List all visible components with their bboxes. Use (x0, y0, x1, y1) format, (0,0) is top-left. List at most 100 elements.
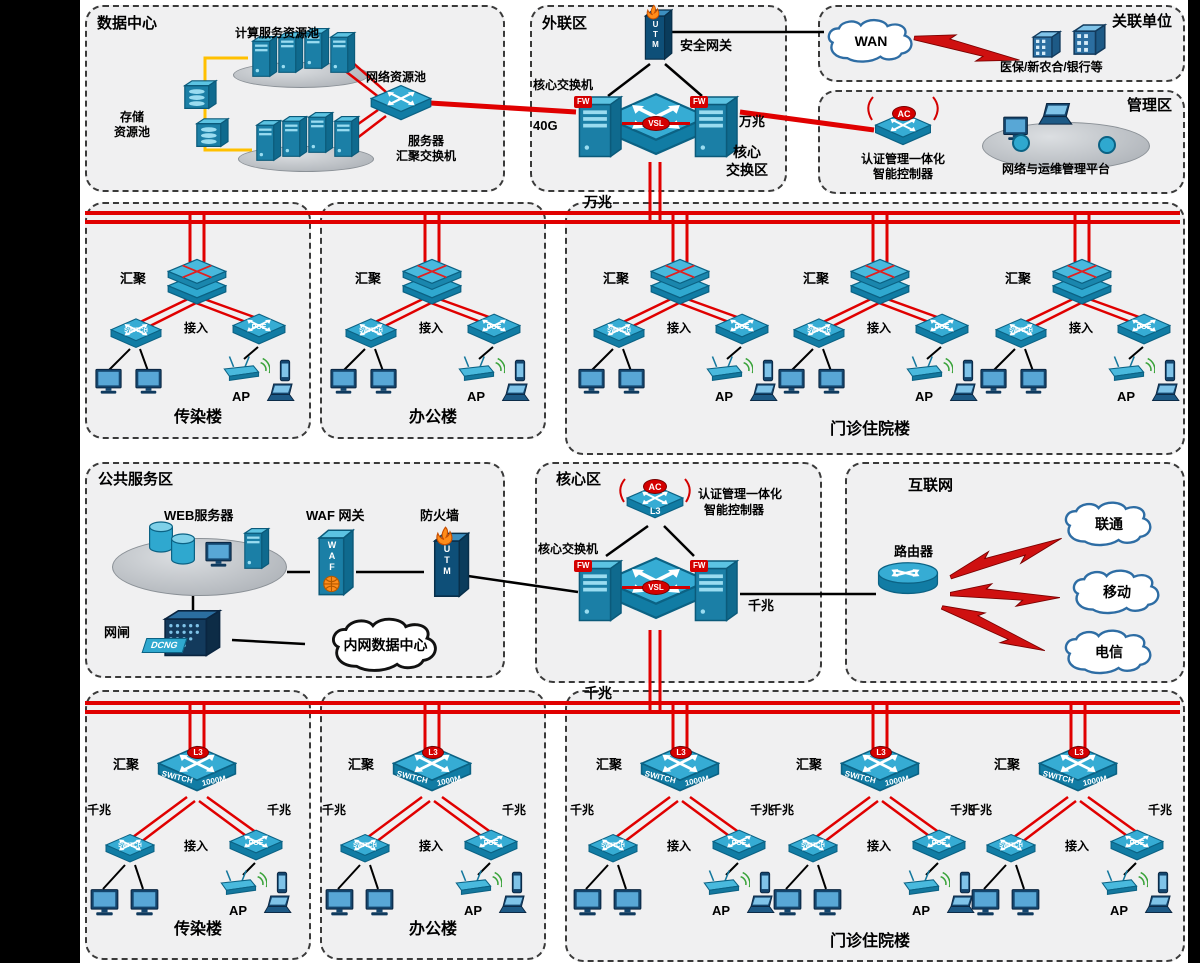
poe-switch-icon: POE (915, 313, 969, 351)
storage-pool-label: 存储 资源池 (100, 110, 164, 140)
database-icon (168, 530, 198, 568)
poe-switch-icon: POE (715, 313, 769, 351)
aggregation-label: 汇聚 (603, 271, 630, 286)
aggregation-switch-icon (401, 257, 463, 305)
dcng-tag: DCNG (141, 638, 187, 653)
building-network-tree: 汇聚 SWITCH 1000M L3 千兆 千兆 接入 SWITCH POE A… (570, 745, 790, 935)
switch-device-text: SWITCH (601, 843, 625, 849)
vsl-oval: VSL (642, 580, 670, 595)
pc-icon (615, 367, 649, 397)
network-pool-label: 网络资源池 (366, 70, 427, 84)
pc-icon (775, 367, 809, 397)
pc-icon (810, 887, 846, 919)
core-switch-label-top: 核心交换机 (533, 78, 594, 92)
utm-device-text: UTM (651, 20, 660, 50)
isp-cloud-unicom: 联通 (1058, 500, 1160, 548)
building-name: 办公楼 (408, 409, 457, 426)
pc-icon (610, 887, 646, 919)
access-label: 接入 (667, 839, 692, 853)
poe-switch-icon: POE (229, 829, 283, 867)
poe-device-text: POE (251, 324, 267, 331)
access-label: 接入 (1065, 839, 1090, 853)
gigabit-label: 千兆 (267, 803, 292, 817)
tree-infectious-bottom: 汇聚 SWITCH 1000M L3 千兆 千兆 接入 SWITCH POE A… (87, 745, 307, 935)
waf-gateway-label: WAF 网关 (306, 508, 365, 523)
zone-title-internet: 互联网 (908, 477, 954, 494)
aggregation-switch-icon (166, 257, 228, 305)
switch-device-text: SWITCH (353, 843, 377, 849)
access-switch-icon: SWITCH (340, 833, 390, 869)
gigabit-label: 千兆 (950, 803, 975, 817)
building-name: 门诊住院楼 (829, 933, 910, 950)
phone-icon (761, 359, 775, 383)
tree-outpatient-bottom-3: 汇聚 SWITCH 1000M L3 千兆 千兆 接入 SWITCH POE A… (968, 745, 1188, 935)
tree-links (337, 795, 493, 890)
bus-10g-label: 万兆 (584, 194, 612, 210)
tree-outpatient-top-3: 汇聚 接入 SWITCH POE AP (977, 255, 1187, 423)
fw-badge: FW (574, 560, 593, 572)
poe-device-text: POE (734, 324, 750, 331)
pc-icon (132, 367, 166, 397)
pc-icon (968, 887, 1004, 919)
laptop-icon (498, 895, 530, 917)
tree-links (983, 795, 1139, 890)
gigabit-label: 千兆 (502, 803, 527, 817)
mgmt-node-icon (1098, 136, 1116, 154)
laptop-icon (501, 383, 533, 405)
wireless-ap-icon (1103, 353, 1155, 387)
gigabit-label: 千兆 (770, 803, 795, 817)
switch-device-text: SWITCH (801, 843, 825, 849)
phone-icon (513, 359, 527, 383)
l3-oval: L3 (870, 746, 892, 759)
isolation-gap-label: 网闸 (104, 625, 131, 640)
aggregation-label: 汇聚 (796, 757, 823, 772)
gigabit-label: 千兆 (968, 803, 993, 817)
tree-infectious-top: 汇聚 接入 SWITCH POE AP (92, 255, 302, 423)
storage-icon (192, 112, 234, 152)
fw-badge: FW (690, 560, 709, 572)
gigabit-label: 千兆 (1148, 803, 1173, 817)
web-server-label: WEB服务器 (164, 508, 234, 523)
poe-device-text: POE (934, 324, 950, 331)
access-switch-icon: SWITCH (345, 317, 397, 355)
phone-icon (275, 871, 289, 895)
access-label: 接入 (667, 321, 692, 335)
server-icon (324, 30, 358, 76)
laptop-icon (1144, 895, 1176, 917)
building-network-tree: 汇聚 接入 SWITCH POE AP (977, 255, 1187, 423)
ap-label: AP (715, 389, 734, 404)
vsl-link-line (668, 122, 690, 125)
access-switch-icon: SWITCH (105, 833, 155, 869)
phone-icon (510, 871, 524, 895)
poe-switch-icon: POE (1117, 313, 1171, 351)
partner-orgs-label: 医保/新农合/银行等 (1000, 60, 1103, 74)
aggregation-switch-icon (1051, 257, 1113, 305)
network-pool-switch-icon (370, 84, 432, 128)
building-network-tree: 汇聚 SWITCH 1000M L3 千兆 千兆 接入 SWITCH POE A… (87, 745, 307, 935)
core-area-label-line1: 核心 (733, 144, 761, 160)
ac-controller-label-line1: 认证管理一体化 (860, 152, 945, 166)
wireless-ap-icon (901, 353, 953, 387)
laptop-icon (263, 895, 295, 917)
isp-cloud-unicom-text: 联通 (1095, 516, 1123, 532)
pc-icon (322, 887, 358, 919)
core-switch-label-bottom: 核心交换机 (538, 542, 599, 556)
building-name: 门诊住院楼 (829, 421, 910, 438)
core-switch-cluster-bottom: FW FW VSL (572, 550, 740, 634)
access-label: 接入 (867, 839, 892, 853)
building-name: 传染楼 (173, 921, 222, 938)
server-agg-label-line2: 汇聚交换机 (395, 149, 456, 163)
aggregation-label: 汇聚 (1005, 271, 1032, 286)
pc-icon (127, 887, 163, 919)
tree-links (342, 297, 494, 372)
pc-icon (362, 887, 398, 919)
phone-icon (1163, 359, 1177, 383)
pc-icon (575, 367, 609, 397)
zone-title-external: 外联区 (542, 15, 588, 32)
ap-label: AP (464, 903, 483, 918)
ap-label: AP (229, 903, 248, 918)
switch-device-text: SWITCH (807, 328, 831, 334)
access-switch-icon: SWITCH (110, 317, 162, 355)
storage-icon (180, 74, 222, 114)
ap-label: AP (1110, 903, 1129, 918)
